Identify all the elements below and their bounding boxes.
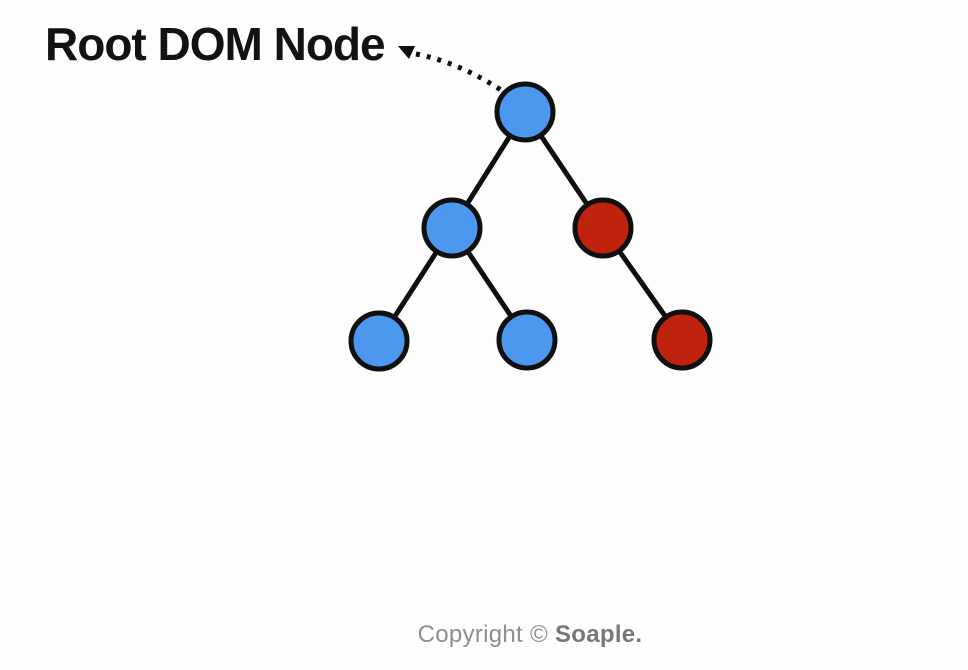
copyright-prefix: Copyright © (417, 621, 555, 648)
annotation-arrow (415, 51, 503, 93)
brand-name: Soaple. (554, 621, 643, 648)
dom-node-child-left (421, 197, 483, 259)
page-title: Root DOM Node (45, 18, 386, 70)
dom-node-leaf-middle (496, 309, 558, 371)
dom-node-child-right (572, 197, 634, 259)
dom-node-leaf-right (651, 309, 713, 371)
dom-node-root (494, 81, 556, 143)
arrow-head-icon (398, 46, 415, 59)
dom-node-leaf-left (348, 310, 410, 372)
copyright-text: Copyright © Soaple. (418, 621, 643, 649)
